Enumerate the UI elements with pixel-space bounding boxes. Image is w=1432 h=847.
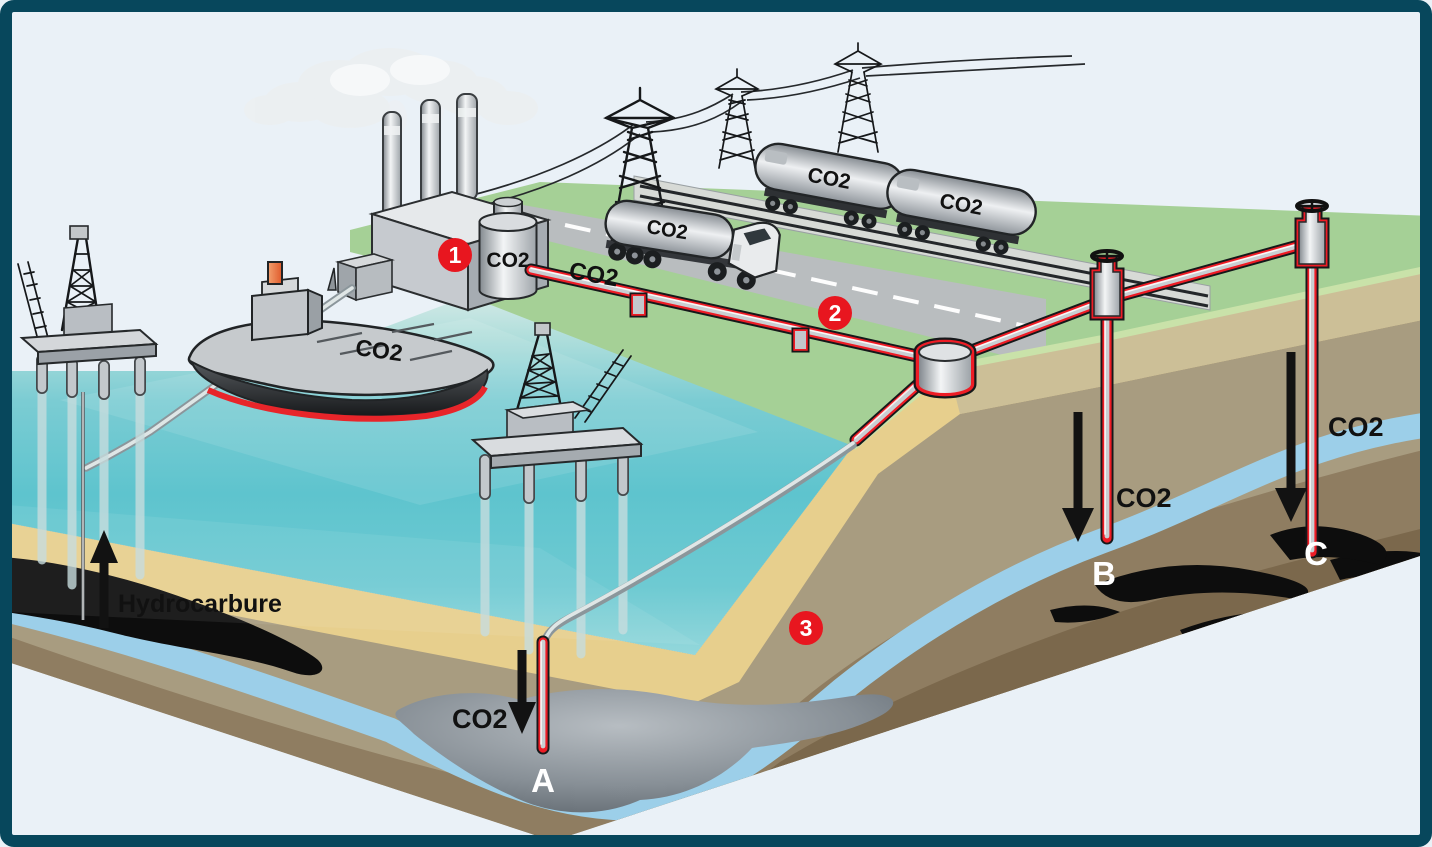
wellhead-c [1294, 199, 1330, 269]
chimneys [382, 93, 478, 221]
well-c-pipe [1305, 255, 1319, 559]
funnel [267, 261, 283, 285]
well-b-letter: B [1092, 555, 1116, 592]
well-a-co2-label: CO2 [452, 704, 508, 734]
power-pylon-2 [714, 68, 760, 169]
arrow-up-hydrocarbon [90, 530, 118, 628]
tanker-truck: CO2 [604, 199, 781, 290]
power-pylon-3 [833, 42, 883, 153]
valve-wheel-icon [1295, 199, 1329, 213]
pipeline [524, 239, 1305, 447]
pipeline-support-2 [791, 327, 810, 353]
well-c-letter: C [1304, 535, 1328, 572]
hydrocarbon-label: Hydrocarbure [118, 590, 282, 618]
sea-pipeline-to-a [539, 441, 857, 650]
derrick [515, 322, 563, 412]
mast [327, 267, 337, 291]
pipeline-junction [913, 337, 977, 399]
well-b-co2-label: CO2 [1116, 483, 1172, 513]
offshore-platform-a [470, 322, 644, 659]
crane-boom [17, 261, 49, 341]
marker-2: 2 [818, 296, 852, 330]
valve-wheel-icon [1090, 249, 1124, 263]
deck-hatch-lines [316, 322, 473, 362]
arrow-down-a [508, 650, 536, 734]
ship: CO2 [187, 261, 495, 422]
offshore-platform-left [17, 225, 159, 620]
marker-3: 3 [789, 611, 823, 645]
marker-3-number: 3 [800, 615, 813, 641]
well-c-co2-label: CO2 [1328, 412, 1384, 442]
arrow-down-b [1062, 412, 1094, 542]
co2-tank: CO2 [478, 196, 538, 300]
well-a-letter: A [531, 762, 555, 799]
marker-1: 1 [438, 238, 472, 272]
marker-2-number: 2 [829, 300, 842, 326]
tank-co2-label: CO2 [486, 249, 529, 272]
arrow-down-c [1275, 352, 1307, 522]
marker-1-number: 1 [449, 242, 462, 268]
rail-tanker-2: CO2 [886, 168, 1037, 255]
pipeline-support-1 [629, 292, 648, 318]
ship-superstructure [251, 261, 337, 342]
well-a-pipe [536, 635, 550, 755]
wellhead-b [1089, 249, 1125, 321]
well-b-pipe [1100, 307, 1114, 545]
